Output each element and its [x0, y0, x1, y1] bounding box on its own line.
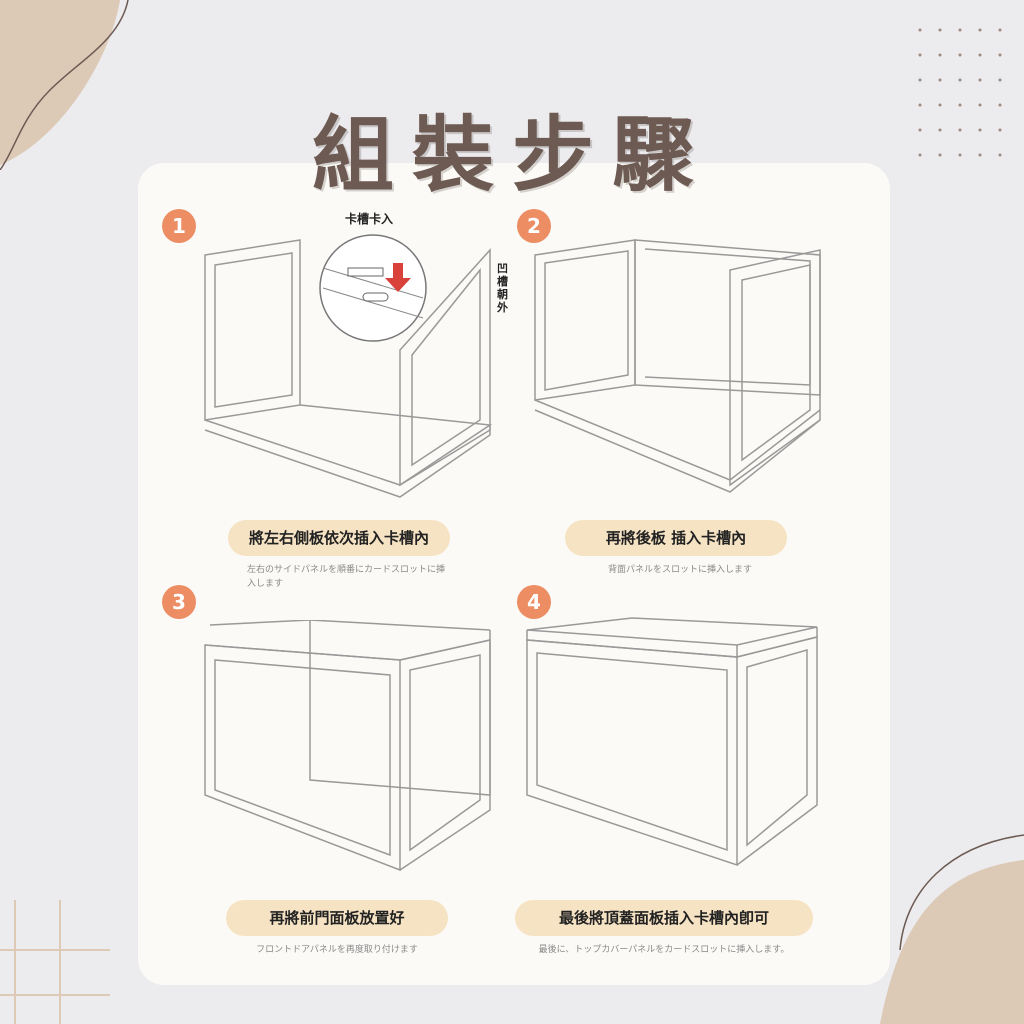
- step-4-illustration: [526, 617, 818, 867]
- callout-groove-outward: 凹槽朝外: [497, 262, 508, 314]
- step-2-note: 背面パネルをスロットに挿入します: [607, 565, 752, 575]
- step-3-note: フロントドアパネルを再度取り付けます: [256, 945, 418, 955]
- step-2-illustration: [534, 239, 821, 493]
- decorative-grid-lines: [0, 900, 110, 1024]
- step-1-illustration: [204, 239, 493, 498]
- decorative-blob-top-left: [0, 0, 129, 170]
- decorative-blob-bottom-right: [880, 834, 1024, 1024]
- callout-slot-insert: 卡槽卡入: [345, 212, 394, 226]
- slot-detail-magnifier: [319, 234, 427, 342]
- step-3-label: 再將前門面板放置好: [226, 900, 448, 936]
- arrow-down-icon: [385, 263, 411, 292]
- step-3-illustration: [204, 620, 491, 872]
- step-2-label: 再將後板 插入卡槽內: [565, 520, 787, 556]
- step-4-label: 最後將頂蓋面板插入卡槽內卽可: [515, 900, 813, 936]
- step-2-number: 2: [517, 209, 551, 243]
- decorative-dot-grid: [918, 28, 1002, 157]
- step-1-number: 1: [162, 209, 196, 243]
- step-4-note: 最後に、トップカバーパネルをカードスロットに挿入します。: [538, 945, 790, 955]
- instruction-card: [138, 163, 890, 985]
- page-title: 組裝步驟: [311, 107, 712, 203]
- step-3-number: 3: [162, 585, 196, 619]
- step-4-number: 4: [517, 585, 551, 619]
- step-1-label: 將左右側板依次插入卡槽內: [228, 520, 450, 556]
- step-1-note: 左右のサイドパネルを順番にカードスロットに挿入します: [247, 565, 446, 589]
